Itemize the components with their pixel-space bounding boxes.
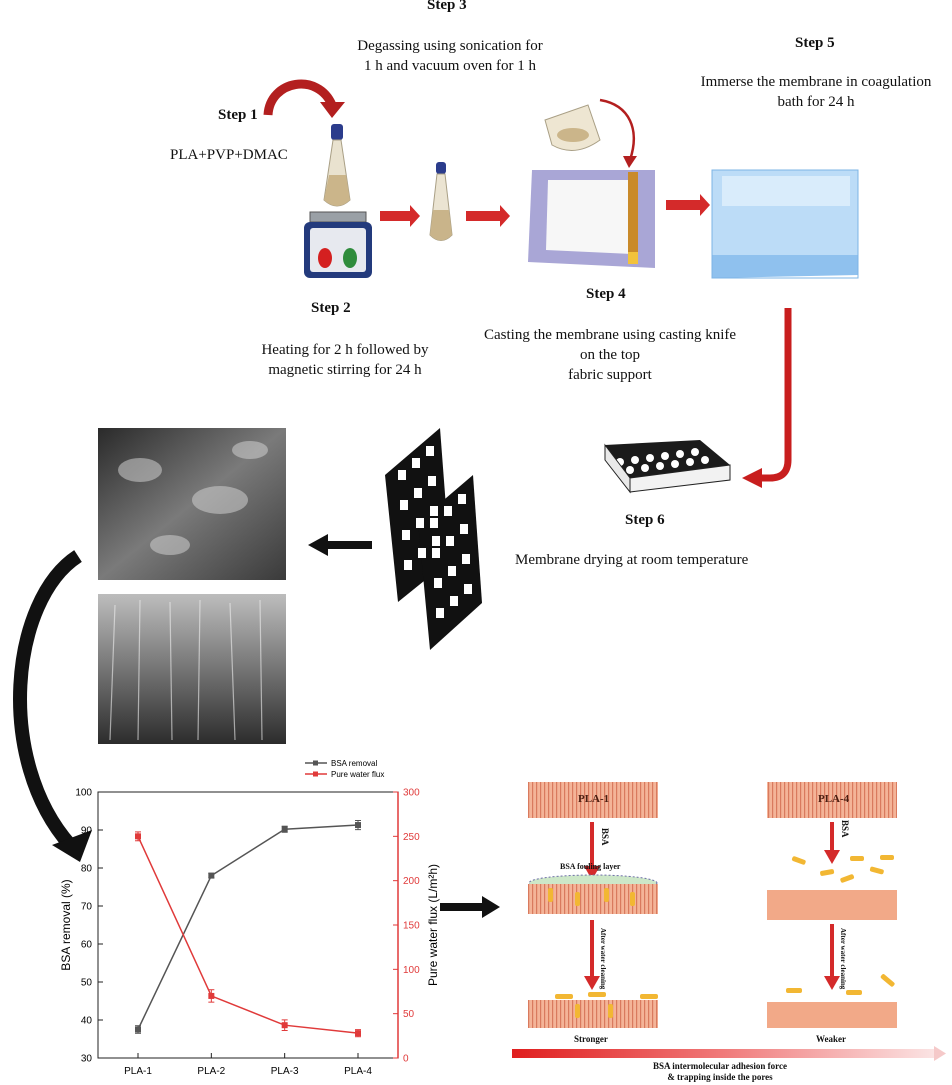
y-left-tick-label: 50 [81,978,93,989]
step4-desc: Casting the membrane using casting knife… [483,327,737,383]
step6-desc: Membrane drying at room temperature [515,552,749,568]
bsa-particles-pla4 [791,855,894,883]
membrane-lattice-icon [385,428,482,650]
pla4-label: PLA-4 [818,793,850,805]
x-tick-label: PLA-3 [271,1066,299,1077]
x-tick-label: PLA-1 [124,1066,152,1077]
y-left-tick-label: 90 [81,826,93,837]
bsa-flux-chart: 30 40 50 60 70 80 90 100 0 50 100 150 200 250 300PLA-1… [59,759,440,1077]
step5-label: Step 5 [795,35,835,51]
curved-arrow-black [13,550,83,850]
data-point [281,1022,288,1029]
y-left-tick-label: 40 [81,1016,93,1027]
pla1-label: PLA-1 [578,793,610,805]
weaker-label: Weaker [816,1034,846,1044]
pla1-membrane-after-cleaning [528,1000,658,1028]
adhesion-gradient-arrow [512,1049,936,1058]
arrow-black-left [308,534,372,556]
flask-step2-icon [429,162,453,241]
x-tick-label: PLA-4 [344,1066,372,1077]
series-line-1 [137,836,359,1034]
step3-desc: Degassing using sonication for 1 h and v… [357,38,543,74]
y-right-tick-label: 250 [403,832,420,843]
arrow-black-right [440,896,500,918]
adhesion-label: BSA intermolecular adhesion force & trap… [653,1061,787,1082]
x-tick-label: PLA-2 [197,1066,225,1077]
data-point [135,1026,141,1033]
step1-desc: PLA+PVP+DMAC [170,147,288,163]
pla4-membrane-after-cleaning [767,1002,897,1028]
data-point [135,833,141,840]
y-left-tick-label: 100 [75,788,92,799]
legend-marker [313,771,318,777]
y-right-axis-label: Pure water flux (L/m²h) [426,864,440,986]
y-right-tick-label: 200 [403,876,420,887]
curved-arrow-step1 [263,79,337,116]
series-line-0 [137,824,359,1030]
connector-step5-step6 [760,308,792,482]
casting-plate-icon [528,170,655,268]
coagulation-bath-icon [711,169,859,279]
bsa-label-pla4: BSA [840,820,850,838]
data-point [208,872,215,879]
legend-label: BSA removal [331,759,377,768]
step5-desc: Immerse the membrane in coagulation bath… [700,74,932,110]
flask-step3-icon [544,104,601,151]
pla1-membrane-fouled [528,884,658,914]
fouling-layer-label: BSA fouling layer [560,862,621,871]
data-point [281,826,288,833]
pla1-membrane-top [528,782,658,818]
pla4-membrane-top [767,782,897,818]
stronger-label: Stronger [574,1034,608,1044]
sem-cross-section-image [98,594,286,744]
y-left-tick-label: 70 [81,902,93,913]
y-left-tick-label: 30 [81,1054,93,1065]
after-water-label-pla4: After water cleaning [839,928,847,990]
y-right-tick-label: 0 [403,1054,409,1065]
step4-label: Step 4 [586,286,626,302]
arrow-1 [380,205,420,227]
bsa-label-pla1: BSA [600,828,610,846]
flask-step1-icon [323,124,351,207]
after-water-label-pla1: After water cleaning [599,928,607,990]
legend-label: Pure water flux [331,770,384,779]
dried-membrane-grid-icon [604,440,731,494]
curved-arrow-step3 [599,98,635,161]
y-left-axis-label: BSA removal (%) [59,879,73,970]
y-left-tick-label: 60 [81,940,93,951]
step6-label: Step 6 [625,512,665,528]
arrow-3 [666,194,710,216]
data-point [355,1030,361,1037]
step1-label: Step 1 [218,107,258,123]
legend-marker [313,760,318,766]
pla4-membrane-mid [767,890,897,920]
bsa-particles-pla1 [548,888,635,906]
y-right-tick-label: 50 [403,1009,415,1020]
arrow-2 [466,205,510,227]
step2-desc: Heating for 2 h followed by magnetic sti… [261,342,429,378]
step2-label: Step 2 [311,300,351,316]
data-point [208,992,215,999]
y-right-tick-label: 100 [403,965,420,976]
y-right-tick-label: 300 [403,788,420,799]
hotplate-stirrer-icon [304,211,372,278]
y-right-tick-label: 150 [403,921,420,932]
curved-arrow-step1-head [320,102,345,118]
data-point [355,822,361,829]
y-left-tick-label: 80 [81,864,93,875]
step3-label: Step 3 [427,0,467,13]
